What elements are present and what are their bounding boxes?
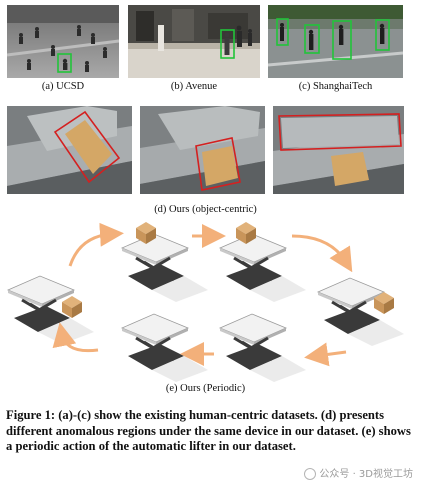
panel-d-3 bbox=[273, 106, 404, 194]
cycle-arrows bbox=[52, 222, 353, 367]
anomaly-box bbox=[375, 19, 390, 51]
lifter-state-6 bbox=[6, 274, 96, 346]
caption-a: (a) UCSD bbox=[41, 81, 85, 92]
conveyor-image bbox=[273, 106, 404, 194]
lifter-state-5 bbox=[120, 312, 210, 384]
ucsd-image bbox=[7, 5, 119, 78]
caption-e: (e) Ours (Periodic) bbox=[165, 383, 246, 394]
panel-avenue bbox=[128, 5, 260, 78]
anomaly-box bbox=[195, 137, 241, 191]
watermark: 公众号 · 3D视觉工坊 bbox=[304, 465, 413, 480]
figure-caption: Figure 1: (a)-(c) show the existing huma… bbox=[6, 408, 411, 453]
panel-d-2 bbox=[140, 106, 265, 194]
lifter-state-2 bbox=[218, 222, 308, 304]
avenue-image bbox=[128, 5, 260, 78]
lifter-state-1 bbox=[120, 222, 210, 304]
wechat-icon bbox=[304, 468, 317, 480]
lifter-state-3 bbox=[316, 276, 406, 348]
anomaly-box bbox=[278, 113, 402, 151]
conveyor-image bbox=[7, 106, 132, 194]
caption-c: (c) ShanghaiTech bbox=[298, 81, 373, 92]
periodic-cycle-diagram bbox=[6, 222, 406, 384]
lifter-state-4 bbox=[218, 312, 308, 384]
panel-d-1 bbox=[7, 106, 132, 194]
conveyor-image bbox=[140, 106, 265, 194]
anomaly-box bbox=[276, 18, 289, 46]
caption-b: (b) Avenue bbox=[170, 81, 218, 92]
panel-shanghaitech bbox=[268, 5, 403, 78]
shanghaitech-image bbox=[268, 5, 403, 78]
watermark-text: 公众号 · 3D视觉工坊 bbox=[319, 469, 413, 480]
anomaly-box bbox=[220, 29, 235, 59]
anomaly-box bbox=[332, 20, 352, 60]
caption-d: (d) Ours (object-centric) bbox=[154, 204, 257, 215]
anomaly-box bbox=[53, 110, 121, 184]
panel-ucsd bbox=[7, 5, 119, 78]
anomaly-box bbox=[57, 53, 72, 73]
anomaly-box bbox=[304, 24, 320, 54]
